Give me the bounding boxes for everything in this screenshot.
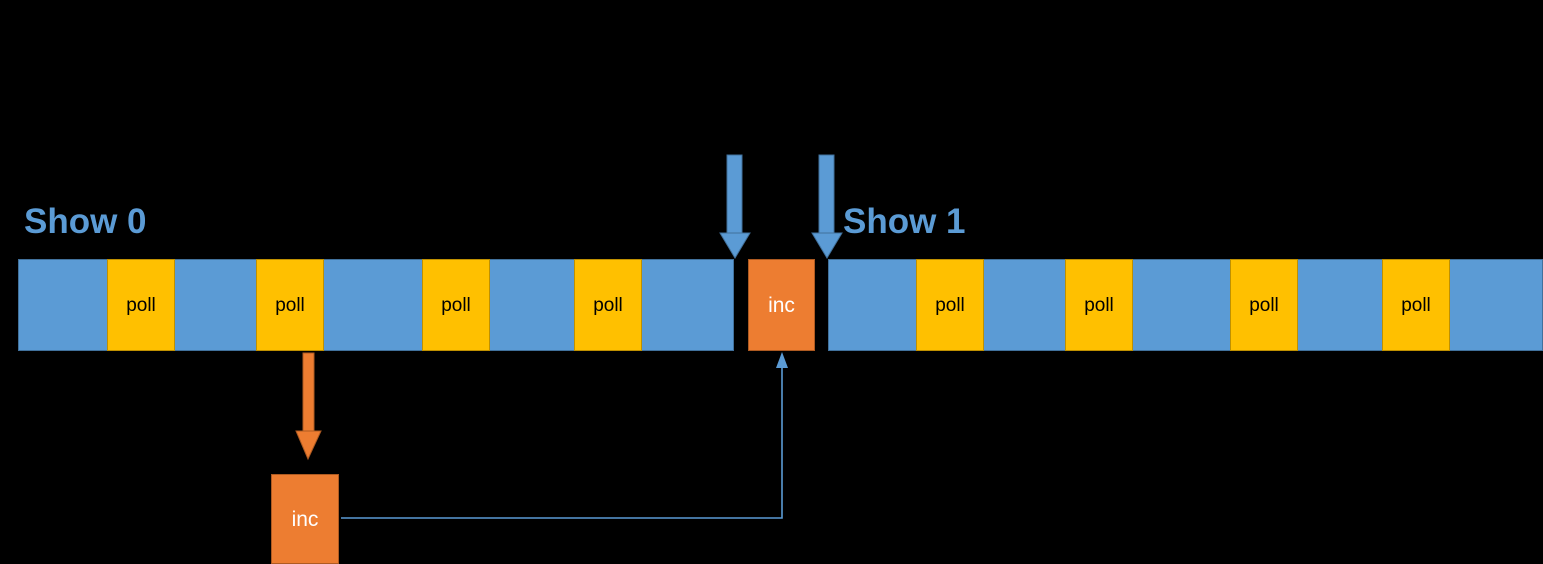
vsync-down-arrow-icon-0 — [719, 154, 751, 259]
inc-block-inline[interactable]: inc — [748, 259, 815, 351]
poll-block[interactable]: poll — [1230, 259, 1298, 351]
poll-block[interactable]: poll — [916, 259, 984, 351]
poll-block[interactable]: poll — [574, 259, 642, 351]
defer-down-arrow-icon — [295, 352, 322, 461]
resume-connector-arrow-icon — [341, 352, 788, 519]
poll-block[interactable]: poll — [1065, 259, 1133, 351]
poll-block[interactable]: poll — [256, 259, 324, 351]
poll-block[interactable]: poll — [107, 259, 175, 351]
poll-block[interactable]: poll — [1382, 259, 1450, 351]
inc-block-deferred[interactable]: inc — [271, 474, 339, 564]
section-label-show-0: Show 0 — [24, 202, 147, 241]
section-label-show-1: Show 1 — [843, 202, 966, 241]
poll-block[interactable]: poll — [422, 259, 490, 351]
vsync-down-arrow-icon-1 — [811, 154, 843, 259]
